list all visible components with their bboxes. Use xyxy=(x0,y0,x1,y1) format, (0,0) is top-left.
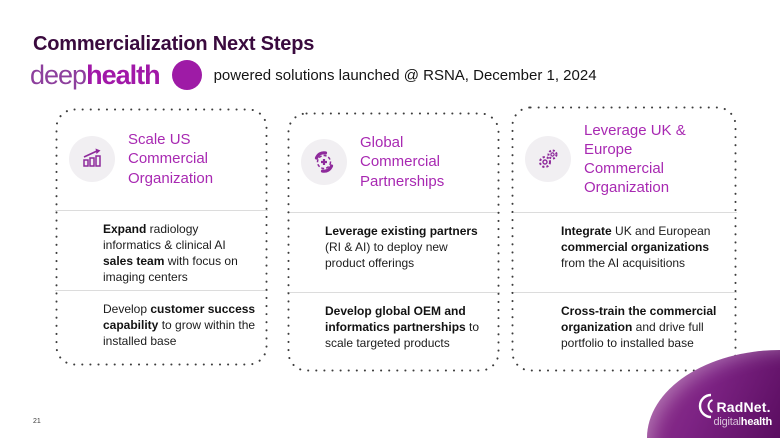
card-header: Leverage UK & Europe Commercial Organiza… xyxy=(511,106,737,212)
tagline: powered solutions launched @ RSNA, Decem… xyxy=(213,66,597,84)
growth-chart-icon xyxy=(69,136,115,182)
gears-icon xyxy=(525,136,571,182)
card-bullet: Develop global OEM and informatics partn… xyxy=(287,293,500,372)
card-scale-us-commercial: Scale US Commercial Organization Expand … xyxy=(55,108,268,366)
card-title: Leverage UK & Europe Commercial Organiza… xyxy=(584,121,686,197)
bullet-text: Leverage existing partners xyxy=(325,224,478,238)
card-bullet: Develop customer success capability to g… xyxy=(55,291,268,366)
bullet-text: Develop xyxy=(103,301,151,316)
page-title: Commercialization Next Steps xyxy=(33,33,315,55)
card-header: Scale US Commercial Organization xyxy=(55,108,268,210)
radnet-wordmark: RadNet. xyxy=(716,399,771,415)
radnet-arcs-icon xyxy=(699,393,714,419)
deephealth-logo: deephealth xyxy=(30,59,161,90)
bullet-text: Develop global OEM and informatics partn… xyxy=(325,304,466,334)
bullet-text: commercial organizations xyxy=(561,239,710,254)
deephealth-logo-deep: deep xyxy=(30,59,87,90)
digitalhealth-health: health xyxy=(740,416,772,428)
bullet-text: from the AI acquisitions xyxy=(561,255,686,270)
card-bullet: Expand radiology informatics & clinical … xyxy=(55,211,268,290)
hands-cross-icon xyxy=(301,139,347,185)
card-title: Scale US Commercial Organization xyxy=(128,131,214,187)
bullet-text: sales team xyxy=(103,253,165,268)
header-logo-row: deephealth powered solutions launched @ … xyxy=(30,60,597,90)
bullet-text: Integrate xyxy=(561,224,612,238)
deephealth-logo-health: health xyxy=(86,59,161,90)
card-bullet: Integrate UK and European commercial org… xyxy=(511,213,737,292)
card-global-partnerships: Global Commercial Partnerships Leverage … xyxy=(287,112,500,372)
card-bullet: Cross-train the commercial organization … xyxy=(511,293,737,372)
bullet-text: (RI & AI) to deploy new product offering… xyxy=(325,239,448,270)
bullet-text: UK and European xyxy=(611,224,711,238)
digitalhealth-wordmark: digitalhealth xyxy=(698,416,772,428)
digitalhealth-digital: digital xyxy=(713,416,741,428)
bullet-text: Expand xyxy=(103,222,147,236)
page-number: 21 xyxy=(33,418,41,425)
card-bullet: Leverage existing partners (RI & AI) to … xyxy=(287,213,500,292)
card-title: Global Commercial Partnerships xyxy=(360,134,445,190)
radnet-digitalhealth-logo: RadNet. digitalhealth xyxy=(698,393,772,428)
deephealth-dot-icon xyxy=(171,60,202,90)
card-header: Global Commercial Partnerships xyxy=(287,112,500,212)
card-uk-europe-commercial: Leverage UK & Europe Commercial Organiza… xyxy=(511,106,737,372)
